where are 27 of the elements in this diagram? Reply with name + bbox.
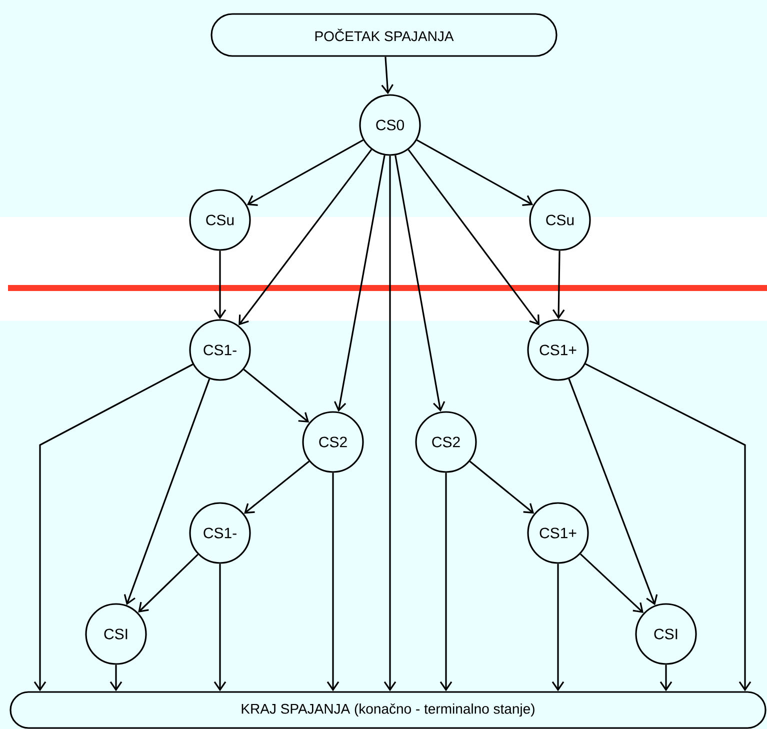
arrow	[34, 364, 194, 692]
arrow	[568, 378, 658, 606]
terminal-box: KRAJ SPAJANJA (konačno - terminalno stanje)	[10, 691, 766, 729]
arrow	[244, 460, 310, 514]
arrow	[416, 139, 534, 206]
arrow	[660, 664, 672, 692]
terminal-box: POČETAK SPAJANJA	[210, 13, 558, 57]
arrow	[580, 553, 644, 613]
arrow	[238, 149, 372, 326]
arrow	[138, 554, 198, 613]
arrow	[381, 56, 394, 94]
arrow	[334, 155, 386, 412]
arrow	[110, 664, 122, 692]
arrow	[214, 564, 226, 692]
arrow	[394, 155, 446, 412]
arrow	[440, 472, 452, 692]
arrow	[408, 149, 540, 326]
arrow	[214, 250, 226, 320]
arrow	[552, 250, 565, 320]
arrow	[552, 564, 564, 692]
arrow	[124, 378, 210, 606]
arrow	[585, 363, 752, 692]
arrow	[246, 139, 364, 206]
arrow	[469, 460, 534, 514]
arrow	[243, 368, 310, 423]
arrow	[384, 156, 396, 692]
arrow	[326, 472, 340, 692]
